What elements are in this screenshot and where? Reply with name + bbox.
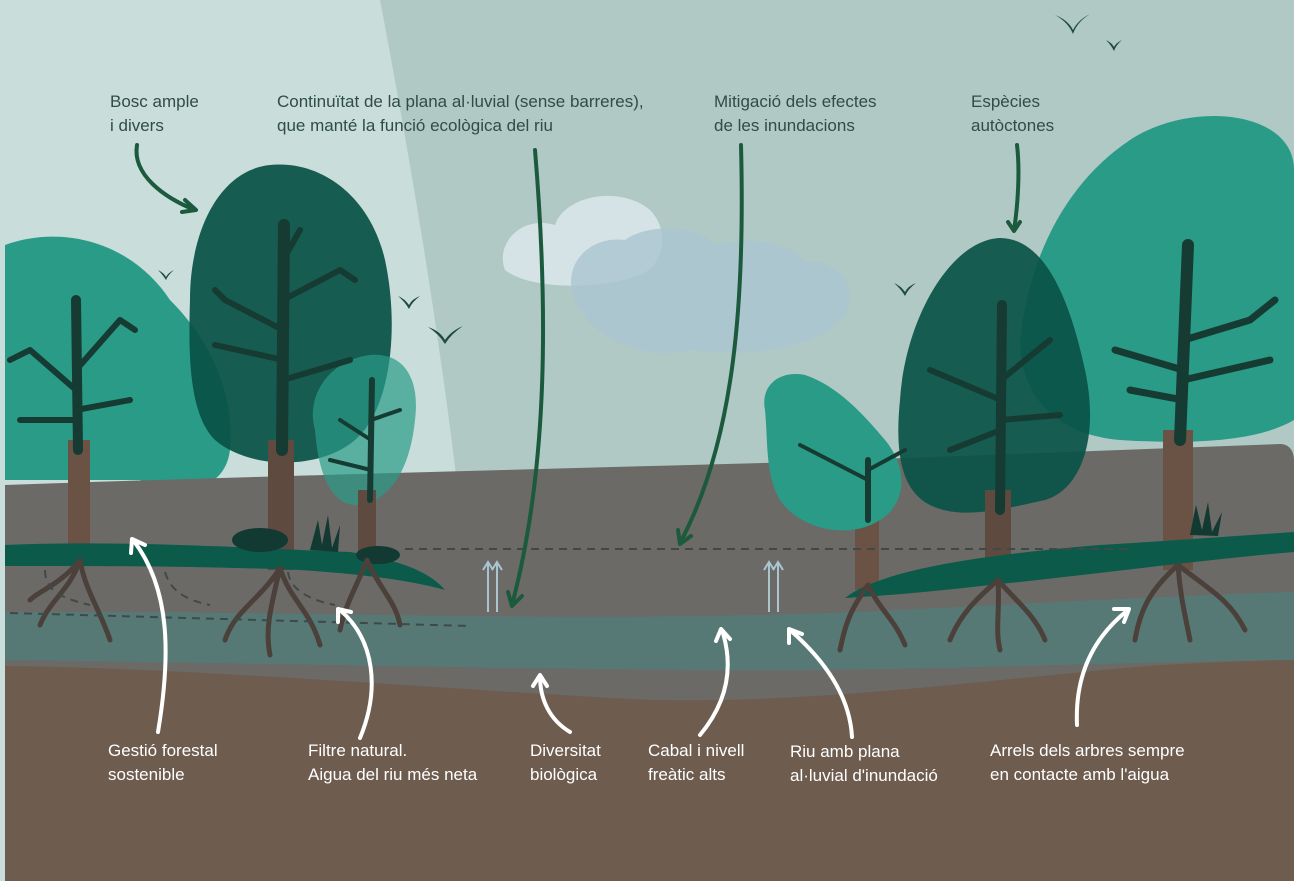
label-mitigacio: Mitigació dels efectes de les inundacion… bbox=[714, 90, 877, 138]
label-continuitat: Continuïtat de la plana al·luvial (sense… bbox=[277, 90, 644, 138]
label-especies: Espècies autòctones bbox=[971, 90, 1054, 138]
label-bosc: Bosc ample i divers bbox=[110, 90, 199, 138]
label-riu: Riu amb plana al·luvial d'inundació bbox=[790, 740, 938, 788]
label-cabal: Cabal i nivell freàtic alts bbox=[648, 739, 744, 787]
label-gestio: Gestió forestal sostenible bbox=[108, 739, 218, 787]
label-diversitat: Diversitat biològica bbox=[530, 739, 601, 787]
label-arrels: Arrels dels arbres sempre en contacte am… bbox=[990, 739, 1185, 787]
label-filtre: Filtre natural. Aigua del riu més neta bbox=[308, 739, 477, 787]
